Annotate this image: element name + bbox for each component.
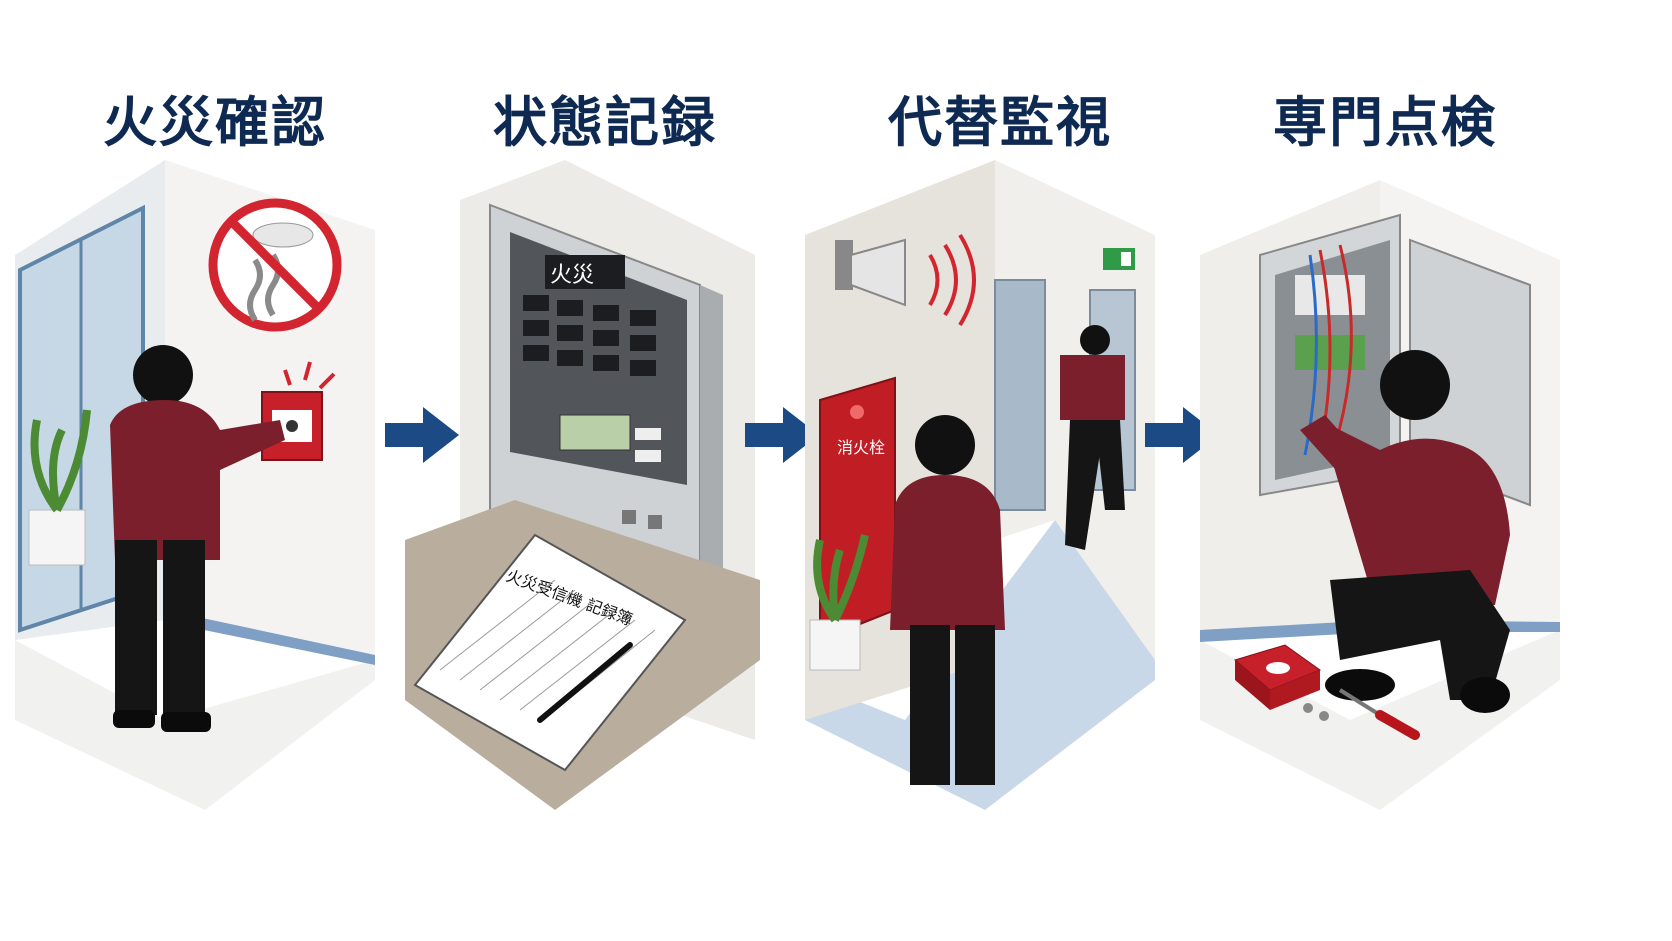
step-1-title: 火災確認 — [103, 91, 327, 154]
potted-plant — [28, 409, 91, 566]
step-3-title: 代替監視 — [888, 91, 1112, 154]
person-observing — [890, 415, 1005, 785]
exit-sign-icon — [1103, 248, 1135, 270]
fire-alarm-receiver: 火災 — [489, 203, 723, 600]
no-smoke-detector-icon — [208, 198, 342, 332]
arrow-right-icon — [385, 407, 459, 463]
panel-professional-inspection — [1200, 180, 1560, 810]
speaker-horn-icon — [835, 233, 976, 327]
panel-alternative-monitoring: 消火栓 — [805, 160, 1155, 810]
screwdriver — [1338, 688, 1420, 740]
person-walking — [1060, 325, 1125, 550]
step-4-title: 専門点検 — [1273, 91, 1497, 154]
panel-status-recording: 火災 火災受信機 記録簿 — [405, 160, 760, 810]
step-2-title: 状態記録 — [493, 91, 717, 154]
panel-fire-confirmation — [15, 160, 375, 810]
removed-call-point — [1233, 644, 1322, 710]
panel-fire-label: 火災 — [550, 263, 594, 288]
person-pressing-alarm — [110, 345, 285, 732]
arrow-right-icon — [745, 407, 819, 463]
electrical-control-cabinet — [1259, 213, 1531, 507]
person-inspecting — [1300, 350, 1510, 713]
hydrant-label: 消火栓 — [837, 438, 885, 457]
potted-plant — [809, 534, 869, 671]
